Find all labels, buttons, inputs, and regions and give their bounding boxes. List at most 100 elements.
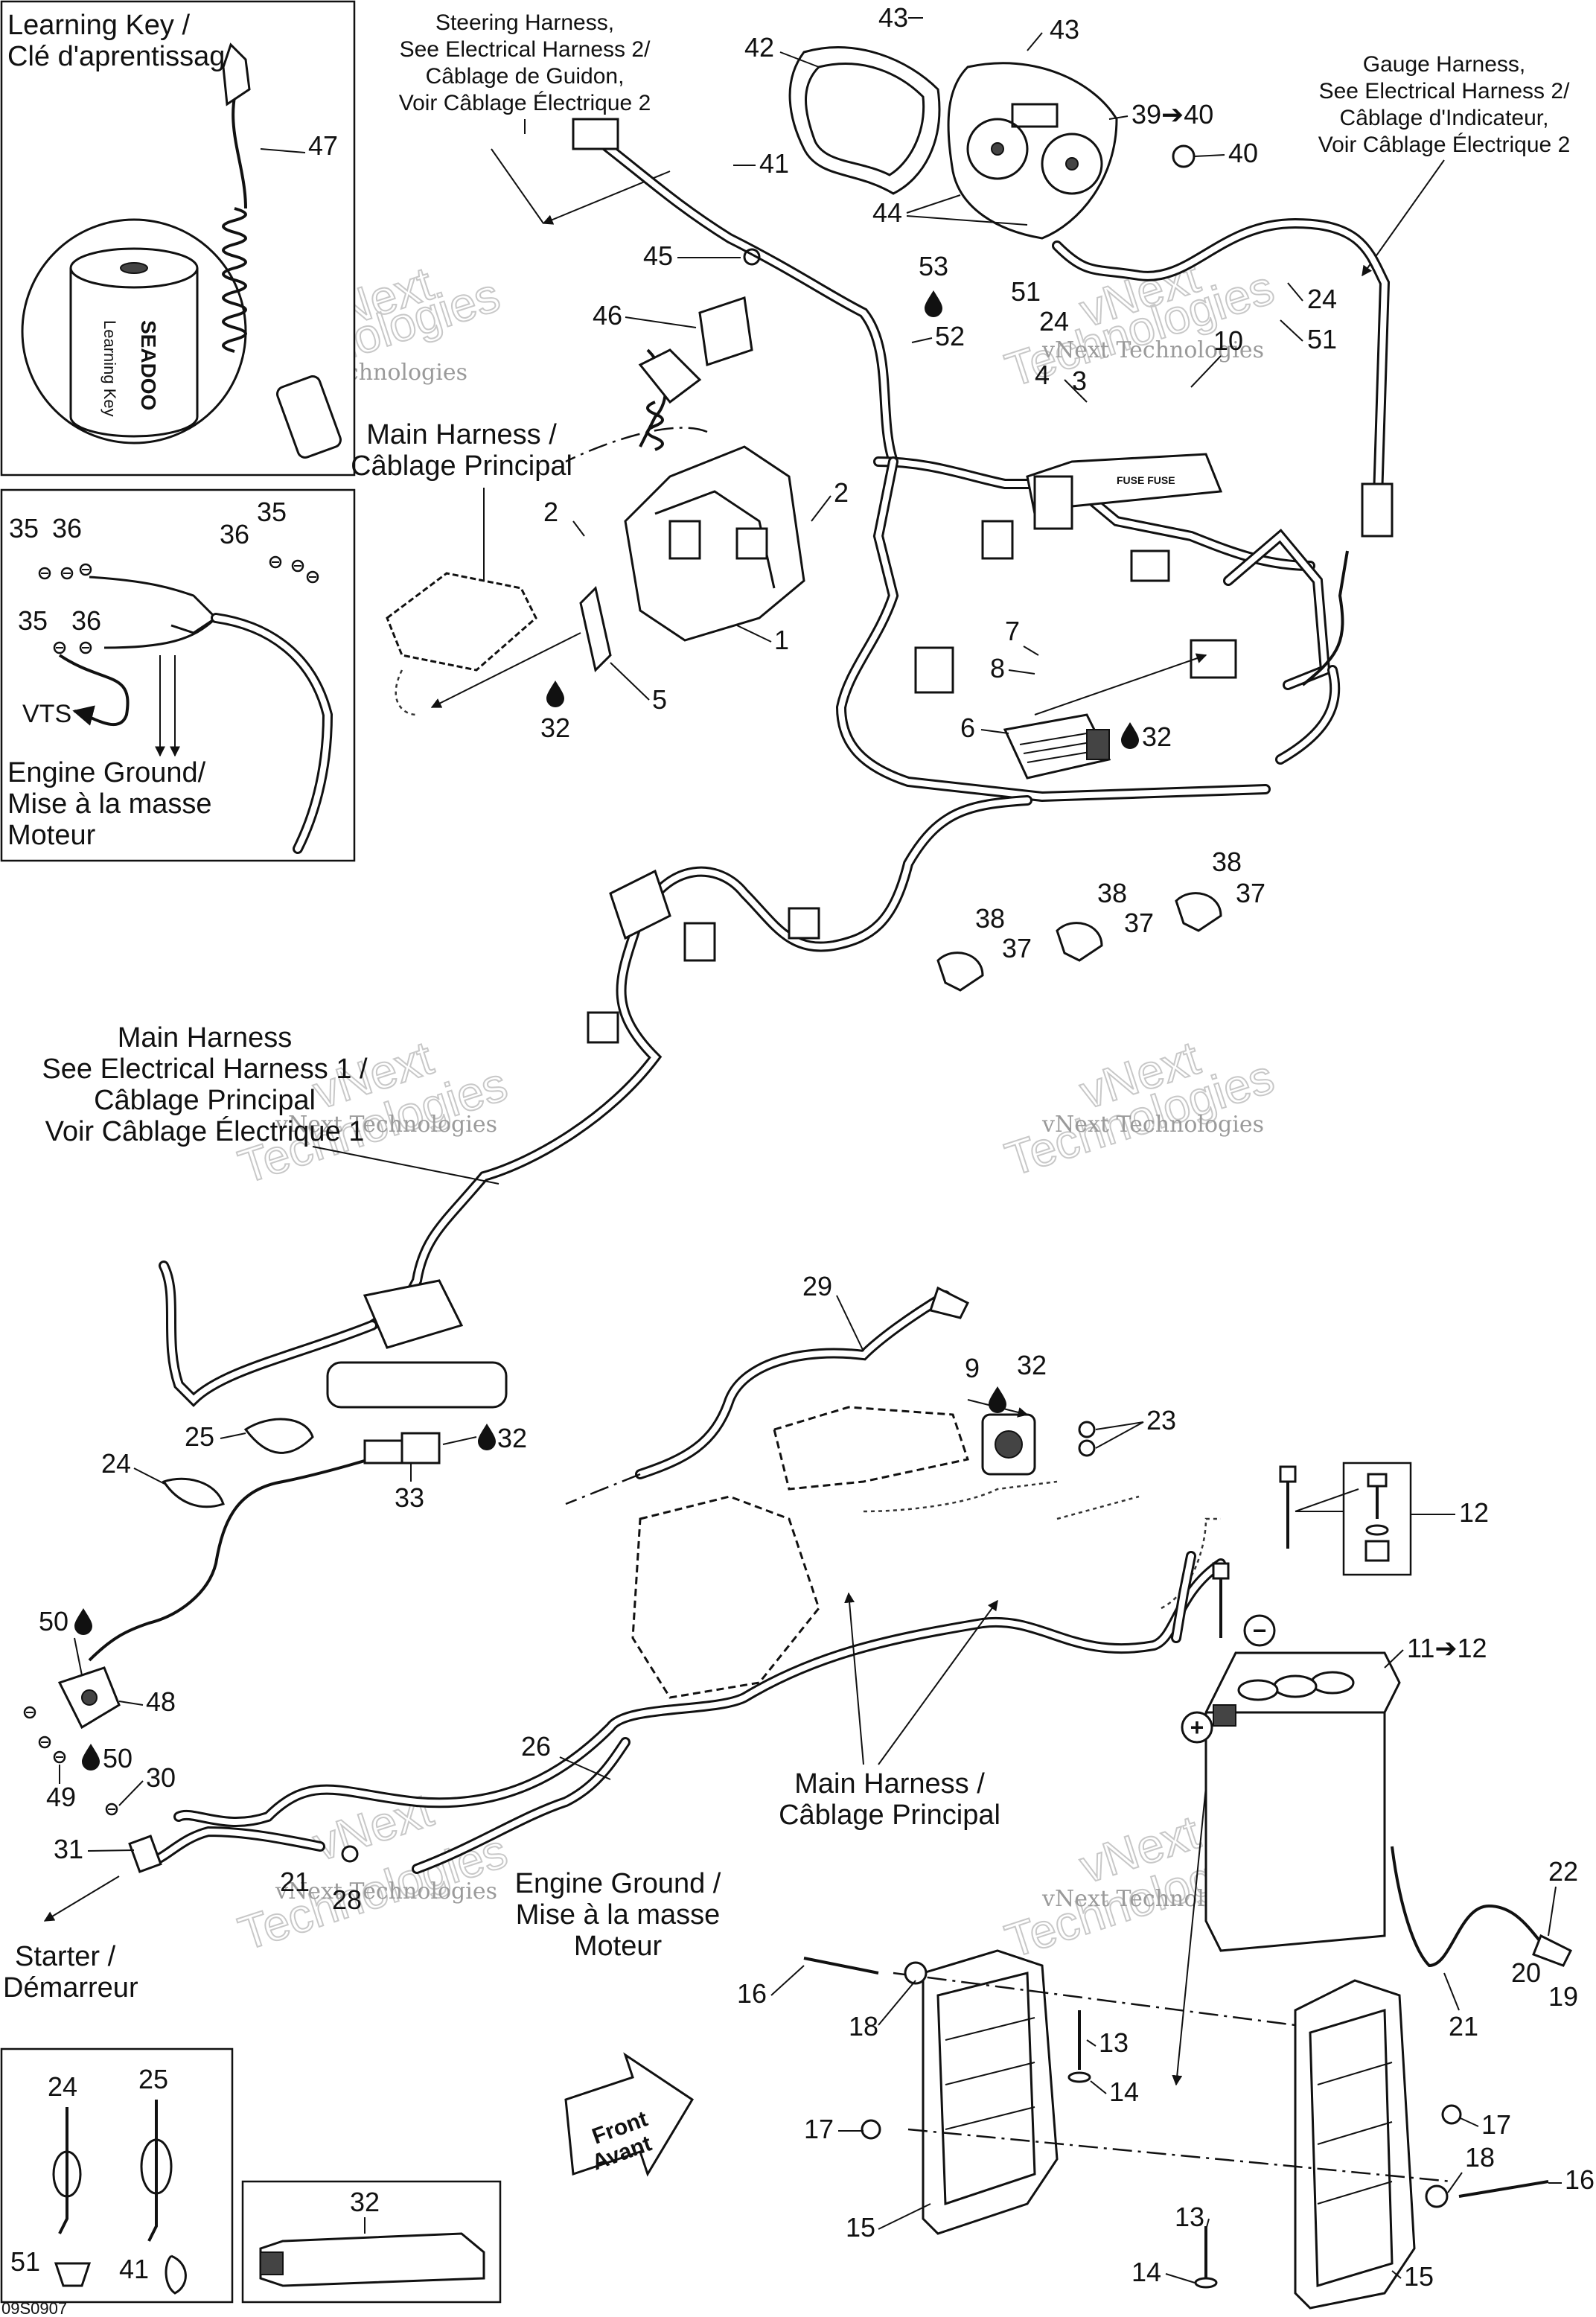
watermark-text: vNext Technologies (1041, 1112, 1264, 1138)
main-harness-title: Câblage Principal (779, 1800, 1000, 1831)
lower-bracket-ghost (631, 1406, 1140, 1699)
part-number-label: 23 (1146, 1405, 1176, 1435)
electrical-bracket (579, 445, 805, 672)
main-harness-title: Câblage Principal (351, 450, 572, 482)
key-coil-cord (222, 207, 247, 353)
starter-solenoid (981, 1413, 1096, 1476)
part-number-label: 30 (146, 1762, 176, 1793)
part-number-label: 45 (643, 240, 673, 271)
part-number-label: 35 (9, 513, 39, 544)
engine-ground-title: Engine Ground/ (7, 757, 206, 788)
part-number-label: 37 (1002, 933, 1032, 963)
part-number-label: 12 (1459, 1497, 1489, 1528)
steering-harness-title: See Electrical Harness 2/ (400, 37, 651, 62)
gauge-cluster (788, 46, 1196, 240)
part-number-label: 48 (146, 1686, 176, 1717)
positive-symbol: + (1190, 1714, 1204, 1741)
engine-ground-title: Moteur (7, 820, 96, 851)
watermark-text: vNext Technologies (275, 1878, 497, 1905)
cable-tie-icon (58, 2107, 68, 2234)
part-number-label: 18 (849, 2011, 878, 2042)
engine-ground-bottom-label: Engine Ground / Mise à la masse Moteur (515, 1868, 721, 1962)
part-number-label: 19 (1548, 1981, 1578, 2012)
upper-main-harness: FUSE FUSE (835, 453, 1349, 803)
ground-strap (89, 576, 218, 634)
key-body (276, 375, 342, 459)
part-number-label: 2 (834, 477, 849, 508)
part-number-label: 1 (774, 625, 789, 655)
part-number-label: 26 (521, 1731, 551, 1762)
part-number-label: 11➔12 (1407, 1633, 1487, 1663)
key-caption-print: Learning Key (100, 320, 119, 417)
part-number-label: 14 (1131, 2257, 1161, 2287)
svg-text:FUSE FUSE: FUSE FUSE (1117, 474, 1175, 486)
part-number-label: 50 (103, 1743, 133, 1773)
part-number-label: 4 (1035, 360, 1050, 390)
key-brand-print: SEADOO (137, 320, 160, 410)
part-number-label: 15 (846, 2212, 875, 2243)
starter-title: Starter / (15, 1941, 116, 1972)
relay-holder (579, 586, 612, 672)
part-number-label: 16 (737, 1978, 767, 2009)
part-number-label: 9 (965, 1353, 980, 1383)
harness-clip-37 (1056, 922, 1103, 962)
part-number-label: 51 (1307, 324, 1337, 354)
watermark-text: vNext Technologies (1041, 337, 1264, 363)
gauge-harness-title: Voir Câblage Électrique 2 (1318, 133, 1571, 157)
ties-clips-inset-frame (0, 2047, 234, 2304)
part-number-label: 32 (1017, 1350, 1047, 1380)
part-number-label: 10 (1213, 325, 1243, 356)
part-number-label: 29 (802, 1271, 832, 1301)
negative-symbol: − (1253, 1617, 1267, 1644)
clip-icon (165, 2254, 187, 2295)
engine-ground-title: Mise à la masse (7, 788, 212, 820)
front-direction-arrow: Front Avant (564, 2052, 695, 2177)
starter-terminal (43, 1803, 162, 1922)
part-number-label: 14 (1109, 2077, 1139, 2107)
main-harness-bottom-label: Main Harness / Câblage Principal (779, 1592, 1000, 1831)
part-number-label: 38 (1097, 878, 1127, 908)
voltage-regulator (1003, 713, 1111, 780)
part-number-label: 38 (975, 903, 1005, 934)
engine-ground-title: Moteur (574, 1931, 663, 1962)
cable-tie-icon (147, 2100, 158, 2242)
part-number-label: 52 (935, 321, 965, 351)
fuse-holder-left (386, 572, 537, 716)
main-harness-title: Main Harness / (366, 419, 557, 450)
engine-ground-title: Engine Ground / (515, 1868, 721, 1899)
gauge-harness-callout: Gauge Harness, See Electrical Harness 2/… (1318, 52, 1571, 277)
part-number-label: 8 (990, 653, 1005, 683)
main-harness-top-label: Main Harness / Câblage Principal (351, 419, 572, 581)
part-number-label: 35 (257, 497, 287, 527)
part-number-label: 24 (101, 1448, 131, 1479)
watermark-text: vNext Technologies (275, 1112, 497, 1138)
battery: + − (1181, 1614, 1401, 1952)
part-number-label: 2 (543, 497, 558, 527)
steering-harness-title: Steering Harness, (435, 10, 614, 35)
learning-key-title: Learning Key / (7, 10, 190, 41)
gauge-connector (1361, 482, 1394, 538)
harness-connector-block (363, 1279, 464, 1349)
negative-cable-21 (1391, 1846, 1550, 1968)
harness-clip-37 (936, 952, 984, 992)
part-number-label: 36 (71, 605, 101, 636)
starter-title: Démarreur (3, 1972, 138, 2004)
dess-post (638, 248, 761, 451)
gauge-harness-title: Câblage d'Indicateur, (1340, 106, 1549, 130)
part-number-label: 31 (54, 1834, 83, 1864)
learning-key-inset: Learning Key / Clé d'aprentissage SEADOO… (0, 0, 356, 477)
part-number-label: 37 (1236, 878, 1265, 908)
sensor-48 (23, 1666, 121, 1764)
main-harness-title: See Electrical Harness 1 / (42, 1054, 368, 1085)
part-number-label: 32 (1142, 721, 1172, 752)
part-number-label: 32 (350, 2187, 380, 2217)
part-number-label: 44 (872, 197, 902, 228)
part-number-label: 21 (1449, 2011, 1478, 2042)
main-harness-mid-label: Main Harness See Electrical Harness 1 / … (42, 1022, 499, 1185)
part-number-label: 33 (395, 1482, 424, 1513)
gauge-harness-title: Gauge Harness, (1363, 52, 1525, 77)
gauge-grommet (1172, 144, 1196, 168)
engine-ground-inset-frame (0, 488, 356, 862)
engine-ground-title: Mise à la masse (516, 1899, 721, 1931)
